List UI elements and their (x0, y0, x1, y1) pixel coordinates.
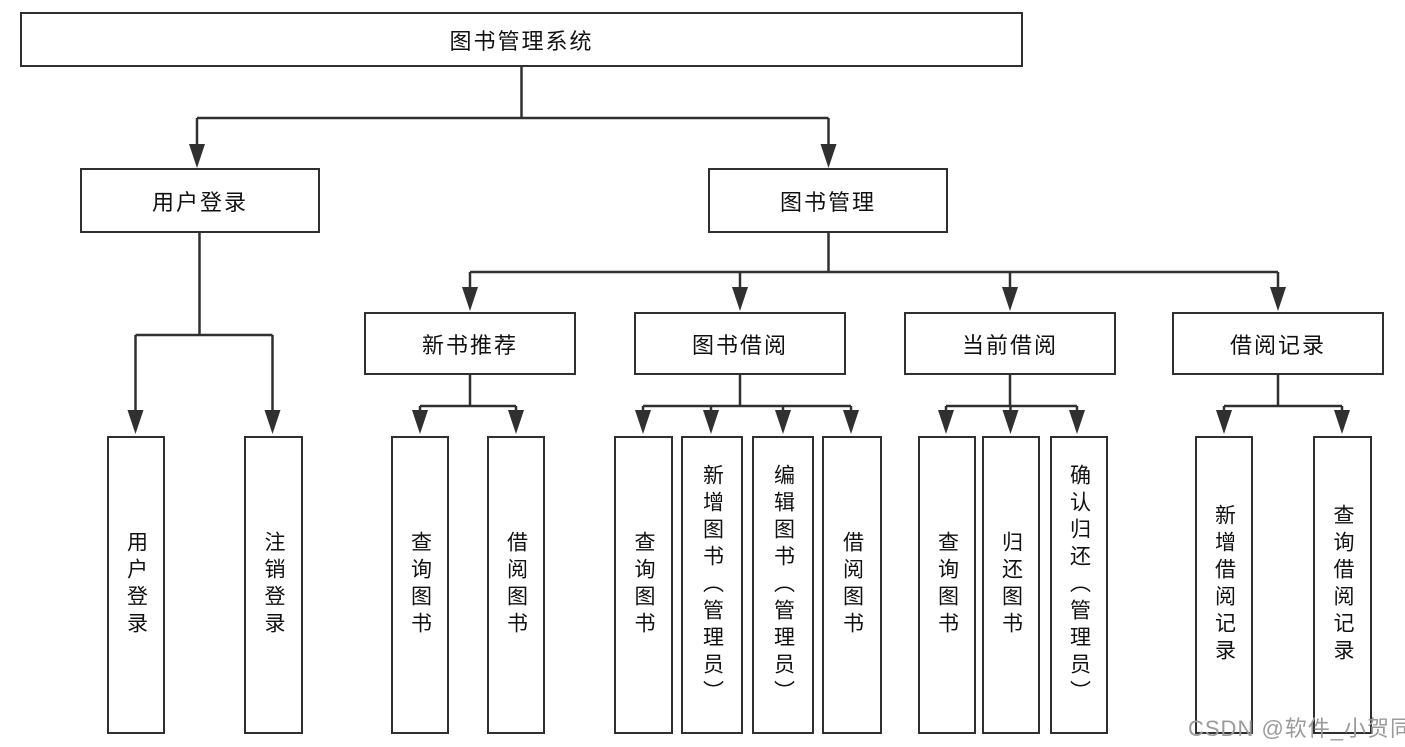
leaf-query-borrow-record: 查询借阅记录 (1313, 436, 1372, 734)
leaf-add-books-admin-label: 新增图书（管理员） (700, 463, 724, 707)
leaf-borrow-books: 借阅图书 (822, 436, 882, 734)
node-root-label: 图书管理系统 (449, 28, 594, 54)
node-book-management-label: 图书管理 (779, 189, 876, 215)
node-book-borrow-label: 图书借阅 (691, 332, 788, 358)
csdn-watermark: CSDN @软件_小贺同学 (1188, 716, 1405, 741)
leaf-return-books: 归还图书 (982, 436, 1040, 734)
node-root: 图书管理系统 (20, 12, 1023, 67)
node-book-borrow: 图书借阅 (634, 312, 846, 375)
leaf-query-books-current: 查询图书 (918, 436, 976, 734)
node-borrow-records-label: 借阅记录 (1229, 332, 1326, 358)
leaf-user-login: 用户登录 (107, 436, 165, 734)
node-user-login-label: 用户登录 (151, 189, 248, 215)
leaf-query-books-borrow-label: 查询图书 (632, 531, 655, 639)
node-new-book-recommend: 新书推荐 (364, 312, 576, 375)
leaf-query-books-borrow: 查询图书 (614, 436, 673, 734)
node-user-login: 用户登录 (80, 168, 320, 233)
leaf-logout: 注销登录 (244, 436, 303, 734)
leaf-confirm-return-admin: 确认归还（管理员） (1050, 436, 1108, 734)
leaf-query-books-current-label: 查询图书 (935, 531, 959, 639)
leaf-query-books-recommend: 查询图书 (391, 436, 449, 734)
node-book-management: 图书管理 (708, 168, 948, 233)
leaf-add-borrow-record-label: 新增借阅记录 (1212, 504, 1236, 666)
leaf-add-borrow-record: 新增借阅记录 (1195, 436, 1253, 734)
leaf-borrow-books-label: 借阅图书 (840, 531, 864, 639)
node-new-book-recommend-label: 新书推荐 (421, 332, 518, 358)
leaf-borrow-books-recommend-label: 借阅图书 (504, 531, 528, 639)
node-borrow-records: 借阅记录 (1172, 312, 1384, 375)
leaf-return-books-label: 归还图书 (999, 531, 1023, 639)
node-current-borrow: 当前借阅 (904, 312, 1116, 375)
leaf-logout-label: 注销登录 (262, 531, 285, 639)
leaf-borrow-books-recommend: 借阅图书 (487, 436, 545, 734)
leaf-user-login-label: 用户登录 (124, 531, 148, 639)
leaf-edit-books-admin-label: 编辑图书（管理员） (771, 463, 795, 707)
leaf-query-borrow-record-label: 查询借阅记录 (1331, 504, 1354, 666)
node-current-borrow-label: 当前借阅 (961, 332, 1058, 358)
leaf-query-books-recommend-label: 查询图书 (408, 531, 432, 639)
leaf-confirm-return-admin-label: 确认归还（管理员） (1067, 463, 1091, 707)
leaf-add-books-admin: 新增图书（管理员） (681, 436, 743, 734)
leaf-edit-books-admin: 编辑图书（管理员） (752, 436, 814, 734)
